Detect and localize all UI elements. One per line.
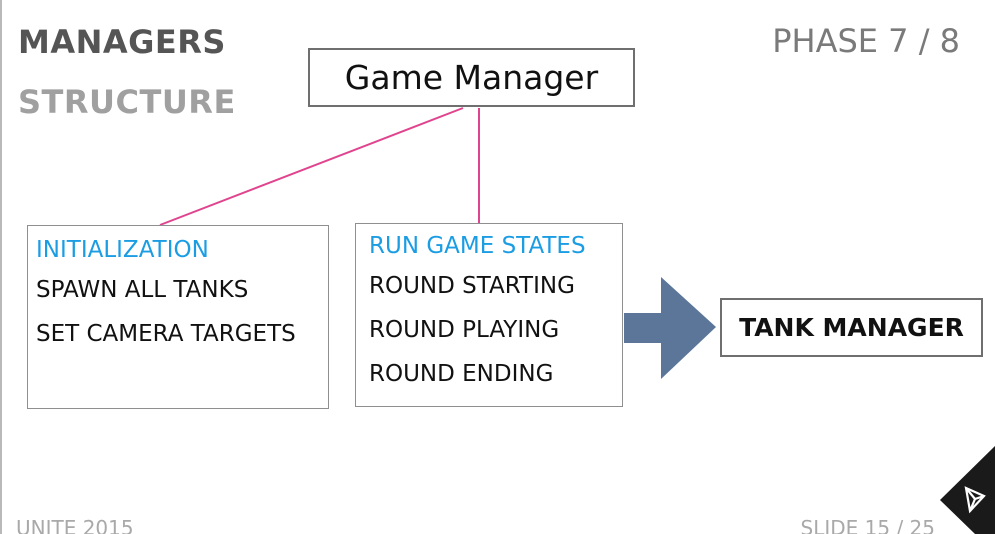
tank-manager-box: TANK MANAGER: [720, 298, 983, 357]
footer-event: UNITE 2015: [16, 516, 134, 534]
phase-indicator: PHASE 7 / 8: [772, 22, 960, 60]
connector-to-initialization: [159, 107, 464, 226]
list-item: SPAWN ALL TANKS: [36, 277, 249, 303]
arrow-right-icon: [624, 277, 716, 379]
footer-slide-number: SLIDE 15 / 25: [800, 516, 935, 534]
list-item: ROUND PLAYING: [369, 317, 560, 343]
game-manager-box: Game Manager: [308, 48, 635, 107]
left-border: [0, 0, 2, 534]
run-game-states-box: RUN GAME STATES ROUND STARTING ROUND PLA…: [355, 223, 623, 407]
list-item: SET CAMERA TARGETS: [36, 321, 296, 347]
list-item: ROUND ENDING: [369, 361, 554, 387]
initialization-box: INITIALIZATION SPAWN ALL TANKS SET CAMER…: [27, 225, 329, 409]
box-heading: INITIALIZATION: [36, 237, 209, 263]
unity-logo-icon: [964, 486, 986, 514]
list-item: ROUND STARTING: [369, 273, 575, 299]
slide-title-line1: MANAGERS: [18, 23, 226, 61]
slide-title-line2: STRUCTURE: [18, 83, 236, 121]
box-heading: RUN GAME STATES: [369, 233, 586, 259]
